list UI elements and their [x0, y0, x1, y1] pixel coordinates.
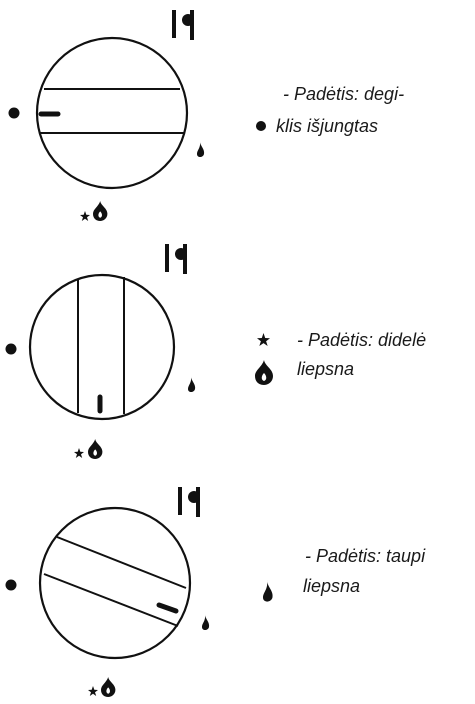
caption-line-1: - Padėtis: taupi: [305, 546, 426, 566]
knob-pointer: [156, 602, 179, 614]
large-flame-with-spark-icon: [255, 333, 273, 385]
knob-dial: [38, 506, 192, 660]
ignition-symbol-icon: [165, 244, 187, 274]
small-flame-icon: [263, 580, 273, 602]
off-dot-icon: [5, 579, 17, 591]
knob-eco-flame-position: - Padėtis: taupi liepsna: [5, 487, 426, 697]
spark-and-flame-icon: [88, 677, 116, 697]
caption-line-1: - Padėtis: didelė: [297, 330, 426, 350]
off-dot-icon: [8, 107, 20, 119]
knob-dial: [35, 36, 189, 190]
ignition-symbol-icon: [178, 487, 200, 517]
knob-bar-top-edge: [56, 536, 187, 589]
caption-line-2: liepsna: [297, 359, 354, 379]
caption-line-1: - Padėtis: degi-: [283, 84, 404, 104]
small-flame-icon: [197, 141, 205, 157]
caption-line-2: klis išjungtas: [276, 116, 378, 136]
spark-and-flame-icon: [80, 201, 108, 221]
caption-line-2: liepsna: [303, 576, 360, 596]
knob-dial: [28, 273, 176, 421]
small-flame-icon: [188, 376, 196, 392]
knob-high-flame-position: - Padėtis: didelė liepsna: [5, 244, 426, 459]
ignition-symbol-icon: [172, 10, 194, 40]
knob-bar-bottom-edge: [43, 573, 179, 627]
knob-off-position: - Padėtis: degi- klis išjungtas: [8, 10, 404, 221]
small-flame-icon: [202, 614, 210, 630]
dot-icon: [256, 121, 266, 131]
off-dot-icon: [5, 343, 17, 355]
spark-and-flame-icon: [74, 439, 103, 459]
